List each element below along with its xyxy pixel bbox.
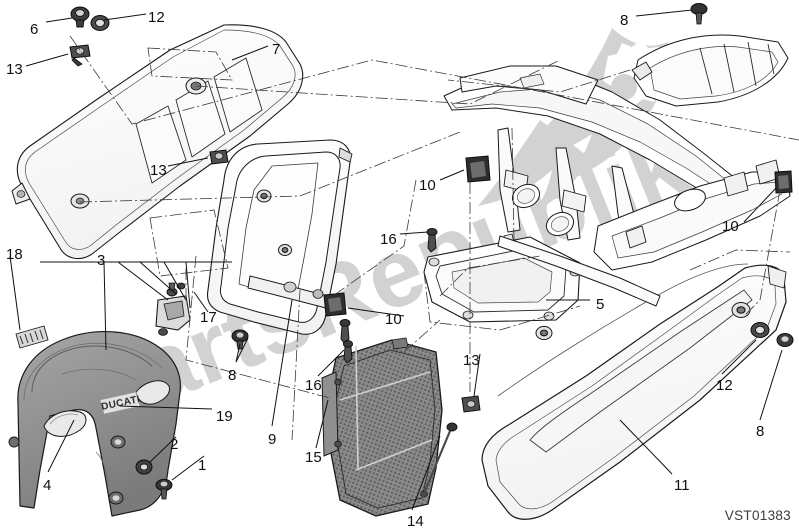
part-16-rivet-c [342,340,354,364]
callout-8-b: 8 [228,367,237,384]
part-15-mesh-heat-shield [321,337,443,517]
callout-10-b: 10 [722,218,739,235]
drawing-code: VST01383 [724,508,791,523]
callout-18: 18 [6,246,23,263]
callout-3: 3 [97,252,106,269]
callout-16-a: 16 [380,231,397,248]
part-13-clip-nut-b [209,149,229,165]
assembly-axis-lines [69,35,799,441]
part-19-ducati-decal: DUCATI [99,391,141,415]
callout-8-a: 8 [620,12,629,29]
part-4-front-mudguard [8,331,181,517]
callout-5: 5 [596,296,605,313]
callout-2: 2 [170,436,179,453]
part-12-bushing-right [750,322,770,338]
callout-1: 1 [198,457,207,474]
callout-13-c: 13 [463,352,480,369]
callout-19: 19 [216,408,233,425]
part-16-rivet-a [426,227,438,253]
part-9-fairing-support-frame [206,139,353,335]
callout-14: 14 [407,513,424,529]
tail-subframe-assembly [443,34,791,307]
callout-9: 9 [268,431,277,448]
part-16-rivet-b [339,318,351,344]
callout-13-b: 13 [150,162,167,179]
callout-15: 15 [305,449,322,466]
callout-10-c: 10 [385,311,402,328]
callout-16-b: 16 [305,377,322,394]
part-14-long-screw [420,422,458,499]
part-10-rubber-mount-c [323,292,347,317]
part-8-screw-c [776,333,794,347]
callout-8-c: 8 [756,423,765,440]
callout-11: 11 [674,477,690,494]
part-13-clip-nut-a [69,44,91,67]
callout-12-top: 12 [148,9,165,26]
part-10-rubber-mount-b [774,170,793,194]
part-8-screw-b [231,329,249,350]
part-13-clip-nut-c [461,395,481,413]
callout-10-a: 10 [419,177,436,194]
callout-12-right: 12 [716,377,733,394]
part-1-screw [155,478,173,500]
part-11-right-side-panel [481,263,787,520]
callout-4: 4 [43,477,52,494]
part-2-washer [135,459,153,475]
part-10-rubber-mount-a [465,155,491,183]
callout-13-a: 13 [6,61,23,78]
callout-7: 7 [272,41,281,58]
part-8-screw-a [690,3,708,25]
callout-6: 6 [30,21,39,38]
part-12-bushing-top [90,15,110,31]
part-18-decal-strip [15,325,49,349]
part-6-grommet [70,6,90,28]
callout-17: 17 [200,309,217,326]
leader-lines [9,9,783,511]
